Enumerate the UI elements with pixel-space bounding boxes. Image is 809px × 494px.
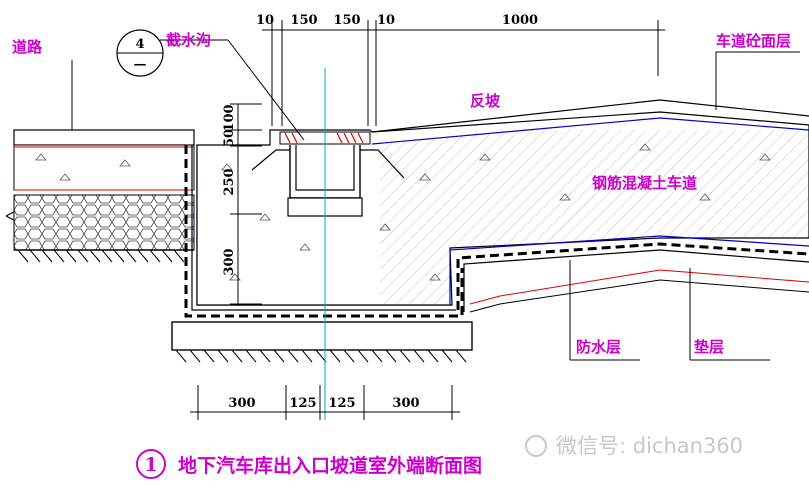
- bottom-dim-3: 125: [328, 396, 355, 411]
- top-dim-5: 1000: [502, 13, 538, 28]
- dimension-lines: [190, 20, 665, 420]
- watermark: 微信号: dichan360: [525, 434, 743, 458]
- road-section: [5, 60, 195, 263]
- concrete-aggregate: [35, 143, 771, 281]
- left-dim-3: 250: [222, 168, 237, 195]
- label-cushion: 垫层: [694, 338, 724, 356]
- ramp-slab: [196, 99, 809, 313]
- label-trench: 截水沟: [166, 31, 211, 49]
- leader-lines: [160, 39, 800, 361]
- wechat-icon: [525, 435, 547, 457]
- bottom-dim-2: 125: [289, 396, 316, 411]
- title-number: 1: [144, 454, 157, 476]
- left-dim-4: 300: [222, 248, 237, 275]
- detail-marker-lower: —: [134, 57, 147, 72]
- bottom-dim-1: 300: [228, 396, 255, 411]
- detail-marker: 4 —: [116, 29, 164, 77]
- label-waterproof: 防水层: [576, 338, 621, 356]
- top-dim-2: 150: [290, 13, 317, 28]
- label-rc-lane: 钢筋混凝土车道: [592, 174, 697, 192]
- top-dim-4: 10: [377, 13, 395, 28]
- top-dim-1: 10: [256, 13, 274, 28]
- top-dim-3: 150: [333, 13, 360, 28]
- label-reverse-slope: 反坡: [470, 92, 500, 110]
- title-text: 地下汽车库出入口坡道室外端断面图: [178, 454, 482, 477]
- left-dim-2: 50: [222, 129, 237, 147]
- garage-structure: [171, 145, 473, 363]
- drawing-title: 1 地下汽车库出入口坡道室外端断面图: [136, 449, 482, 479]
- detail-marker-number: 4: [135, 37, 144, 52]
- bottom-dim-4: 300: [392, 396, 419, 411]
- watermark-text: 微信号: dichan360: [556, 434, 743, 458]
- left-dim-1: 100: [222, 104, 237, 131]
- label-road: 道路: [12, 38, 43, 56]
- label-lane-surface: 车道砼面层: [716, 32, 791, 50]
